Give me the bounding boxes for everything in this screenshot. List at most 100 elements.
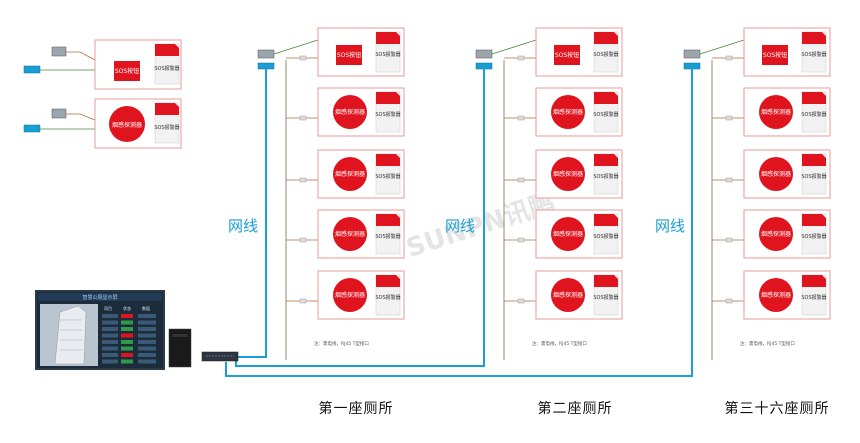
smoke-detector-label: 烟感探测器 (761, 108, 791, 116)
monitor-cell (102, 320, 118, 325)
alarm-light-icon (802, 154, 826, 166)
sos-alarm-label: SOS报警器 (375, 173, 400, 180)
alarm-light-icon (376, 154, 400, 166)
network-cable-label: 网线 (655, 217, 685, 235)
terminal-icon (517, 55, 525, 61)
smoke-detector-label: 烟感探测器 (553, 230, 583, 238)
smoke-detector (759, 95, 793, 129)
sos-alarm-label: SOS报警器 (375, 294, 400, 301)
relay-icon (51, 108, 67, 119)
smoke-detector (551, 95, 585, 129)
monitor-title: 智慧公厕显示屏 (82, 294, 117, 301)
network-cable-label: 网线 (445, 217, 475, 235)
alarm-light-icon (802, 214, 826, 226)
smoke-detector (333, 157, 367, 191)
terminal-icon (299, 237, 307, 243)
relay-icon (683, 49, 701, 59)
sos-button (554, 45, 580, 65)
sos-button (762, 45, 788, 65)
monitor-status-cell (121, 353, 133, 357)
monitor-status-cell (121, 359, 133, 364)
smoke-detector-label: 烟感探测器 (335, 108, 365, 116)
alarm-light-icon (594, 92, 618, 104)
monitor: 智慧公厕显示屏 项目 状态 数值 (35, 290, 165, 370)
signal-wire (491, 39, 537, 55)
smoke-detector-label: 烟感探测器 (761, 230, 791, 238)
alarm-light-icon (802, 32, 826, 44)
monitor-cell (138, 314, 156, 318)
standalone-smoke-panel: 烟感探测器 SOS报警器 (23, 98, 182, 149)
alarm-light-icon (376, 214, 400, 226)
terminal-icon (517, 115, 525, 121)
smoke-detector (333, 217, 367, 251)
alarm-light-icon (594, 32, 618, 44)
relay-icon (257, 49, 275, 59)
usb-connector-icon (23, 124, 41, 133)
smoke-detector-label: 烟感探测器 (112, 121, 142, 129)
network-cable-label: 网线 (228, 217, 258, 235)
monitor-cell (138, 346, 156, 351)
monitor-header: 状态 (123, 305, 131, 311)
monitor-header: 数值 (142, 305, 150, 311)
sos-alarm-label: SOS报警器 (593, 111, 618, 118)
smoke-detector (759, 278, 793, 312)
smoke-detector-label: 烟感探测器 (553, 170, 583, 178)
building-name-1: 第一座厕所 (319, 400, 394, 417)
monitor-cell (102, 353, 118, 357)
wiring-note: 注：需电线，RJ45 T型接口 (532, 340, 587, 347)
signal-wire (273, 39, 319, 55)
terminal-icon (725, 115, 733, 121)
alarm-light-icon (802, 92, 826, 104)
alarm-light-icon (802, 275, 826, 287)
sos-alarm-label: SOS报警器 (801, 294, 826, 301)
monitor-status-cell (121, 333, 133, 338)
smoke-detector-label: 烟感探测器 (761, 170, 791, 178)
terminal-icon (725, 237, 733, 243)
terminal-icon (725, 177, 733, 183)
terminal-icon (299, 55, 307, 61)
terminal-icon (299, 177, 307, 183)
sos-alarm-label: SOS报警器 (375, 111, 400, 118)
smoke-detector (759, 157, 793, 191)
sos-button (336, 45, 362, 65)
smoke-detector-label: 烟感探测器 (335, 230, 365, 238)
standalone-sos-panel: SOS按钮 SOS报警器 (23, 39, 182, 90)
network-cable-1 (226, 66, 267, 358)
sos-alarm-label: SOS报警器 (593, 51, 618, 58)
monitor-status-cell (121, 340, 133, 344)
monitor-status-cell (121, 327, 133, 331)
monitor-cell (102, 346, 118, 351)
smoke-detector (759, 217, 793, 251)
monitor-status-table: 项目 状态 数值 (102, 305, 156, 364)
network-cable-36 (225, 66, 693, 377)
smoke-detector-label: 烟感探测器 (761, 291, 791, 299)
relay-icon (475, 49, 493, 59)
smoke-detector (551, 278, 585, 312)
smoke-detector (333, 278, 367, 312)
terminal-icon (299, 298, 307, 304)
monitor-cell (138, 340, 156, 344)
sos-alarm-label: SOS报警器 (593, 233, 618, 240)
sos-button (114, 61, 140, 81)
sos-alarm-label: SOS报警器 (593, 294, 618, 301)
smoke-detector-label: 烟感探测器 (553, 291, 583, 299)
sos-alarm-label: SOS报警器 (801, 111, 826, 118)
smoke-detector (551, 157, 585, 191)
sos-alarm-label: SOS报警器 (154, 65, 179, 72)
terminal-icon (517, 237, 525, 243)
terminal-icon (725, 55, 733, 61)
monitor-cell (138, 327, 156, 331)
usb-connector-icon (23, 65, 41, 74)
monitor-header: 项目 (104, 305, 112, 311)
sos-alarm-label: SOS报警器 (801, 233, 826, 240)
sos-alarm-label: SOS报警器 (154, 124, 179, 131)
network-cable-2 (235, 66, 485, 367)
wiring-note: 注：需电线，RJ45 T型接口 (314, 340, 369, 347)
terminal-icon (299, 115, 307, 121)
sos-button-label: SOS按钮 (337, 51, 361, 59)
monitor-cell (138, 353, 156, 357)
